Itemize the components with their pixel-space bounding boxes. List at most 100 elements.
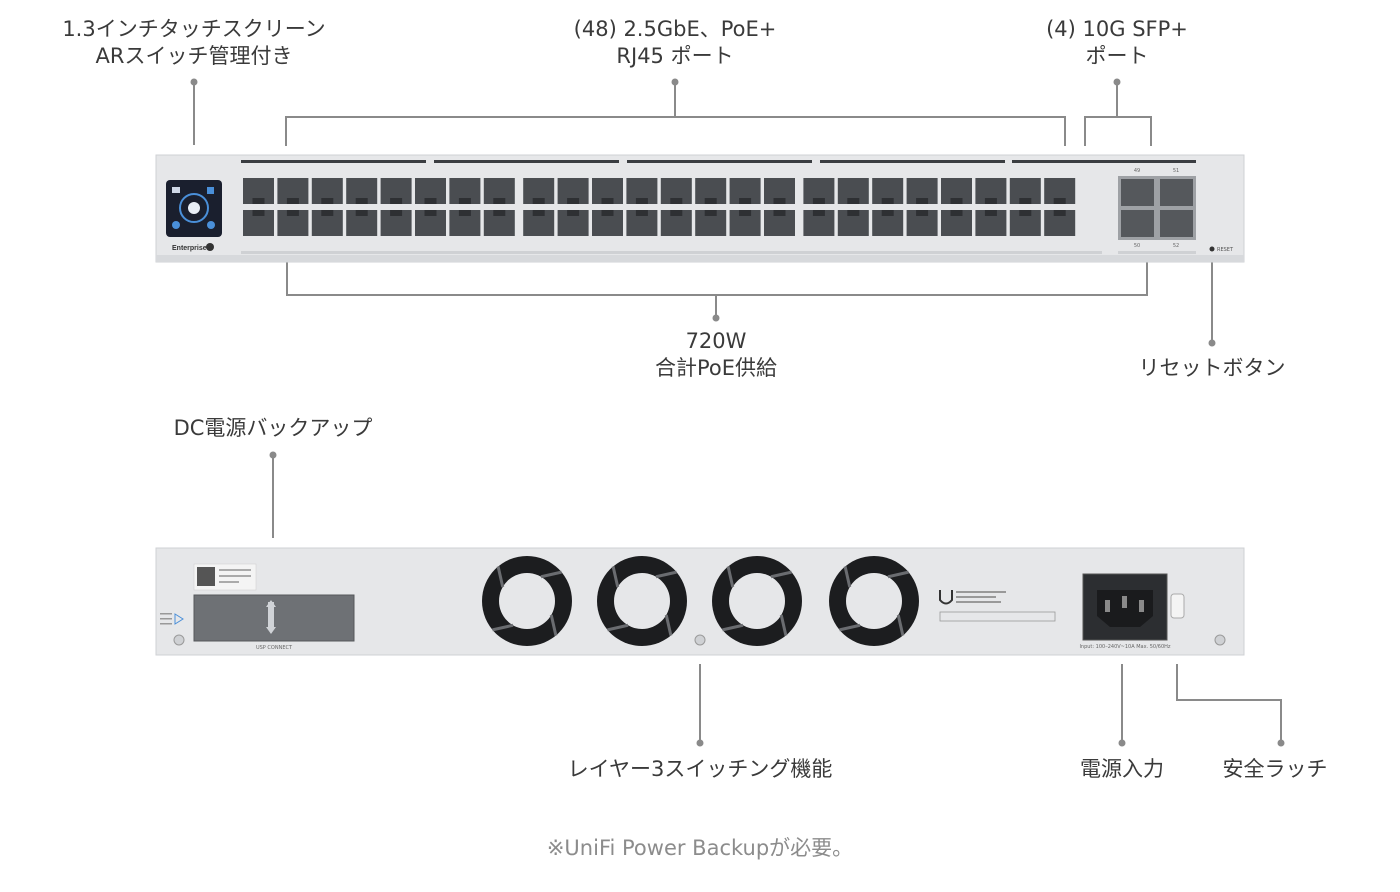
rj45-latch-notch [881, 210, 894, 216]
lightning-icon [206, 243, 214, 251]
fan-hub-icon [499, 573, 555, 629]
sfp-port[interactable] [1121, 210, 1154, 237]
fan-strut [496, 566, 505, 588]
rj45-latch-notch [881, 198, 894, 204]
rj45-latch-notch [950, 198, 963, 204]
screen-corner-icon [172, 187, 180, 193]
bracket-sfp [1084, 116, 1152, 146]
sfp-port[interactable] [1160, 179, 1193, 206]
footnote: ※UniFi Power Backupが必要。 [546, 836, 854, 860]
rj45-latch-notch [286, 198, 299, 204]
rj45-latch-notch [424, 198, 437, 204]
screw-icon [1214, 634, 1226, 646]
rj45-latch-notch [493, 198, 506, 204]
led-strip [241, 251, 1102, 254]
rj45-latch-notch [635, 198, 648, 204]
qr-code-icon [197, 567, 215, 586]
safety-latch[interactable] [1170, 593, 1185, 619]
front-chassis [155, 154, 1245, 263]
ubiquiti-logo-icon [939, 590, 953, 605]
callout-dc-backup: DC電源バックアップ [143, 415, 403, 442]
fan-strut [887, 570, 909, 579]
pin-icon [1105, 600, 1110, 612]
rj45-latch-notch [286, 210, 299, 216]
rj45-latch-notch [635, 210, 648, 216]
screen-corner-icon [207, 221, 215, 229]
reset-label: RESET [1217, 247, 1234, 253]
led-strip [1118, 251, 1196, 254]
sfp-port[interactable] [1121, 179, 1154, 206]
compliance-text-line [956, 601, 1001, 603]
pin-icon [1139, 600, 1144, 612]
rj45-latch-notch [567, 198, 580, 204]
bracket-rj45 [285, 116, 1066, 146]
leader-dot [1113, 78, 1121, 86]
rj45-latch-notch [847, 210, 860, 216]
compliance-text-line [956, 596, 996, 598]
label-text-line [219, 581, 239, 583]
sfp-ports: 49 51 50 52 [1118, 168, 1196, 249]
rj45-latch-notch [739, 198, 752, 204]
front-panel: Enterprise 49 51 50 52 RESET [155, 154, 1245, 263]
reset-button[interactable] [1209, 246, 1215, 252]
leader-dot [1118, 739, 1126, 747]
fan-strut [839, 623, 861, 632]
leader-dot [190, 78, 198, 86]
rj45-latch-notch [916, 198, 929, 204]
sfp-port[interactable] [1160, 210, 1193, 237]
callout-power-input-line1: 電源入力 [1080, 757, 1164, 781]
leader-dot [1208, 339, 1216, 347]
rj45-latch-notch [390, 210, 403, 216]
bracket-poe [286, 262, 1148, 296]
fan-strut [770, 570, 792, 579]
fan-strut [607, 623, 629, 632]
status-led-icon [174, 613, 184, 625]
rj45-latch-notch [252, 210, 265, 216]
rj45-latch-notch [321, 198, 334, 204]
screw-icon [173, 634, 185, 646]
callout-layer3: レイヤー3スイッチング機能 [540, 756, 860, 783]
sfp-number-49: 49 [1134, 168, 1140, 174]
rj45-latch-notch [252, 198, 265, 204]
leader-lines [190, 78, 1285, 747]
fan-strut [655, 570, 677, 579]
usp-connector-icon [268, 602, 274, 628]
rj45-latch-notch [739, 210, 752, 216]
callout-touchscreen-line1: 1.3インチタッチスクリーン [62, 17, 326, 41]
screen-ring-icon [179, 193, 209, 223]
fan-strut [664, 614, 673, 636]
screen-corner-icon [172, 221, 180, 229]
leader-dot [269, 451, 277, 459]
rj45-latch-notch [601, 198, 614, 204]
rear-panel: USP CONNECT Input: 100–240V~10A Max. 50/… [155, 547, 1245, 656]
screen-center-icon [188, 202, 200, 214]
led-legend-line [160, 613, 172, 615]
label-text-line [219, 575, 251, 577]
callout-rj45-line2: RJ45 ポート [616, 44, 734, 68]
fan-strut [726, 566, 735, 588]
leader-dot [696, 739, 704, 747]
leader-dot [1277, 739, 1285, 747]
rj45-latch-notch [704, 210, 717, 216]
rj45-latch-notch [458, 210, 471, 216]
rj45-latch-notch [1053, 210, 1066, 216]
rj45-latch-notch [424, 210, 437, 216]
callout-touchscreen-line2: ARスイッチ管理付き [95, 44, 293, 68]
screw-icon [694, 634, 706, 646]
rj45-latch-notch [773, 210, 786, 216]
callout-dc-backup-line1: DC電源バックアップ [173, 416, 373, 440]
callout-poe: 720W 合計PoE供給 [616, 328, 816, 382]
rj45-latch-notch [812, 210, 825, 216]
rj45-latch-notch [1019, 210, 1032, 216]
led-legend-line [160, 618, 172, 620]
callout-power-input: 電源入力 [1052, 756, 1192, 783]
callout-sfp-line2: ポート [1085, 44, 1149, 68]
callout-poe-line2: 合計PoE供給 [654, 356, 778, 380]
leader-dot [712, 314, 720, 322]
callout-poe-line1: 720W [685, 329, 747, 353]
fans [482, 556, 919, 646]
sfp-number-52: 52 [1173, 243, 1179, 249]
rj45-latch-notch [773, 198, 786, 204]
sfp-number-50: 50 [1134, 243, 1140, 249]
led-legend-line [160, 623, 172, 625]
